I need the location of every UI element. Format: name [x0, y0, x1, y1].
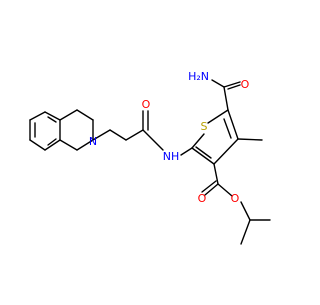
bond	[223, 81, 241, 88]
bond	[191, 133, 205, 149]
bond	[92, 129, 111, 141]
bond	[211, 79, 225, 88]
bond	[207, 109, 229, 124]
ester-carbonyl-o-label: O	[198, 192, 207, 205]
bond	[191, 147, 215, 165]
bond	[240, 201, 251, 221]
bonds	[29, 79, 271, 245]
bond	[237, 138, 263, 141]
molecule-canvas: H₂N O S NH O N O O	[29, 70, 271, 245]
molecule-structure: H₂N O S NH O N O O	[29, 70, 271, 245]
bond	[213, 138, 239, 165]
bond	[109, 129, 127, 141]
bond	[76, 109, 94, 121]
bond	[213, 163, 219, 185]
bond	[29, 139, 46, 151]
amide-nh2-label: H₂N	[188, 70, 209, 83]
bond	[125, 129, 144, 141]
bond	[195, 146, 212, 159]
bond	[59, 109, 78, 121]
linker-o-label: O	[142, 98, 151, 111]
amide-nh-label: NH	[163, 150, 180, 163]
bond	[227, 109, 239, 140]
bond	[59, 139, 78, 151]
bond	[44, 111, 61, 121]
bond	[223, 118, 232, 139]
bond	[180, 147, 193, 156]
bond	[217, 183, 233, 197]
bond	[227, 84, 241, 90]
bond	[47, 138, 57, 146]
amide-o-label: O	[241, 78, 250, 91]
bond	[223, 86, 229, 111]
bond	[240, 219, 251, 245]
bond	[76, 139, 94, 151]
bond	[201, 180, 217, 193]
bond	[29, 111, 46, 121]
thiophene-s-label: S	[201, 120, 208, 133]
atom-labels: H₂N O S NH O N O O	[89, 70, 250, 205]
ester-link-o-label: O	[231, 192, 240, 205]
bond	[44, 139, 61, 151]
bond	[204, 183, 219, 196]
bond	[142, 129, 164, 151]
ring-n-label: N	[89, 135, 97, 148]
bond	[47, 116, 57, 123]
